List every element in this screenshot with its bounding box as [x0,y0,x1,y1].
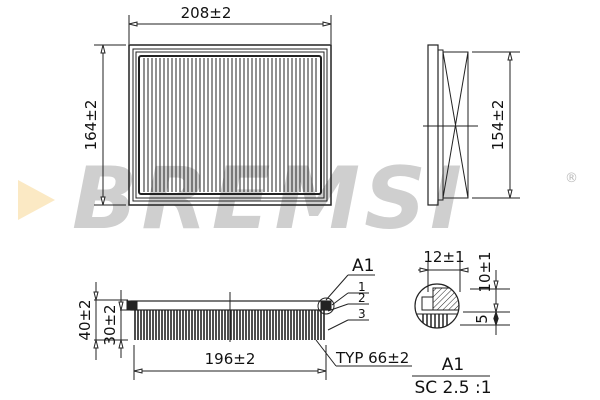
section-view [93,274,412,380]
pleat-lines [143,58,317,192]
pleat-count-label: TYP 66±2 [335,349,409,367]
side-view [423,44,520,206]
callout-2: 2 [358,291,366,305]
callout-1: 1 [358,280,366,294]
top-view [94,15,332,206]
brand-arrow-icon [18,180,55,220]
detail-scale: SC 2.5 :1 [414,378,491,398]
brand-watermark: BREMSI ® [18,149,578,249]
registered-mark: ® [565,171,578,186]
pleat-height-dim: 30±2 [101,304,119,345]
detail-ref-label: A1 [352,256,374,276]
detail-title: A1 [442,355,464,375]
detail-width-dim: 12±1 [423,248,464,266]
watermark-text: BREMSI [72,149,466,249]
detail-small-dim: 5 [473,314,491,324]
total-height-dim: 40±2 [76,299,94,340]
top-width-dim: 208±2 [181,4,232,22]
side-height-dim: 154±2 [489,100,507,151]
callout-3: 3 [358,307,366,321]
detail-height-dim: 10±1 [476,251,494,292]
section-pleats [134,310,325,340]
top-height-dim: 164±2 [82,100,100,151]
pleat-length-dim: 196±2 [205,350,256,368]
detail-view [412,262,510,377]
